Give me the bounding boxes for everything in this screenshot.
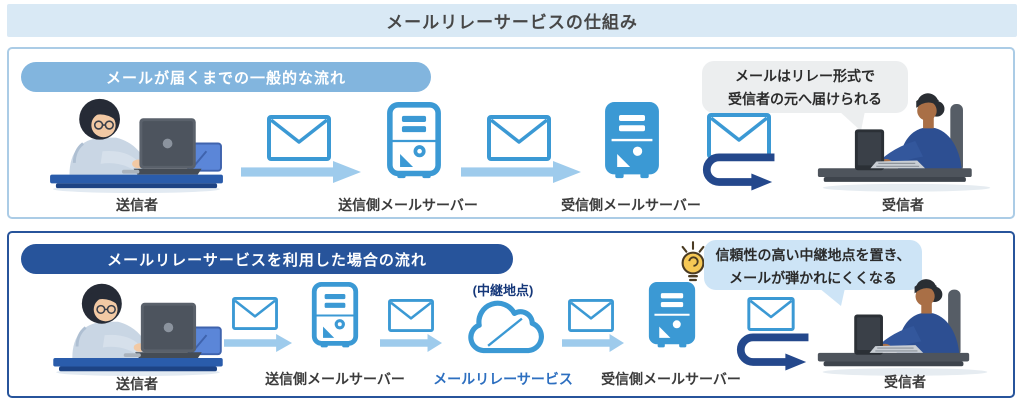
speech-bubble-line1: メールはリレー形式で xyxy=(735,68,875,84)
relay-point-tag: (中継地点) xyxy=(472,283,534,298)
envelope-icon xyxy=(487,115,551,161)
relay-speech-bubble: メールはリレー形式で 受信者の元へ届けられる xyxy=(702,61,908,113)
sending-server-label: 送信側メールサーバー xyxy=(265,371,405,387)
speech-bubble-line2: 受信者の元へ届けられる xyxy=(728,91,882,107)
receiving-server-label: 受信側メールサーバー xyxy=(561,197,701,213)
sending-server-label: 送信側メールサーバー xyxy=(338,197,478,213)
envelope-icon xyxy=(747,297,795,331)
speech-bubble-tail xyxy=(839,111,865,131)
u-turn-arrow-icon xyxy=(730,332,810,372)
arrow-right-icon xyxy=(562,334,624,352)
sender-illustration xyxy=(44,93,229,194)
receiver-label: 受信者 xyxy=(882,197,924,213)
envelope-icon xyxy=(568,299,614,332)
relay-service-label: メールリレーサービス xyxy=(433,371,573,387)
panel2-header: メールリレーサービスを利用した場合の流れ xyxy=(21,244,513,274)
sender-label: 送信者 xyxy=(116,376,158,392)
receiver-illustration xyxy=(814,276,996,376)
panel1-header: メールが届くまでの一般的な流れ xyxy=(21,62,431,92)
panel-relay-service-flow: メールリレーサービスを利用した場合の流れ 送信者 送信側メールサーバー (中継地… xyxy=(7,231,1015,398)
sending-server-icon xyxy=(311,282,359,349)
receiving-server-label: 受信側メールサーバー xyxy=(601,371,741,387)
cloud-icon xyxy=(461,297,549,359)
page-title: メールリレーサービスの仕組み xyxy=(7,4,1017,37)
arrow-right-icon xyxy=(241,161,361,183)
panel-general-flow: メールが届くまでの一般的な流れ 送信者 送信側メールサーバー 受信側メールサーバ… xyxy=(7,47,1015,219)
envelope-icon xyxy=(267,115,331,161)
sending-server-icon xyxy=(386,102,442,180)
sender-label: 送信者 xyxy=(116,197,158,213)
u-turn-arrow-icon xyxy=(695,152,777,192)
arrow-right-icon xyxy=(461,161,581,183)
arrow-right-icon xyxy=(224,334,292,352)
sender-illustration xyxy=(47,278,229,377)
arrow-right-icon xyxy=(380,334,442,352)
note-bubble-line1: 信頼性の高い中継地点を置き、 xyxy=(715,247,911,263)
relay-note-bubble: 信頼性の高い中継地点を置き、 メールが弾かれにくくなる xyxy=(704,240,922,290)
receiving-server-icon xyxy=(648,282,696,349)
receiving-server-icon xyxy=(603,102,661,180)
note-bubble-tail xyxy=(819,288,845,306)
envelope-icon xyxy=(388,299,434,332)
note-bubble-line2: メールが弾かれにくくなる xyxy=(729,270,897,286)
receiver-label: 受信者 xyxy=(884,374,926,390)
envelope-icon xyxy=(232,297,278,330)
receiver-illustration xyxy=(814,89,999,193)
